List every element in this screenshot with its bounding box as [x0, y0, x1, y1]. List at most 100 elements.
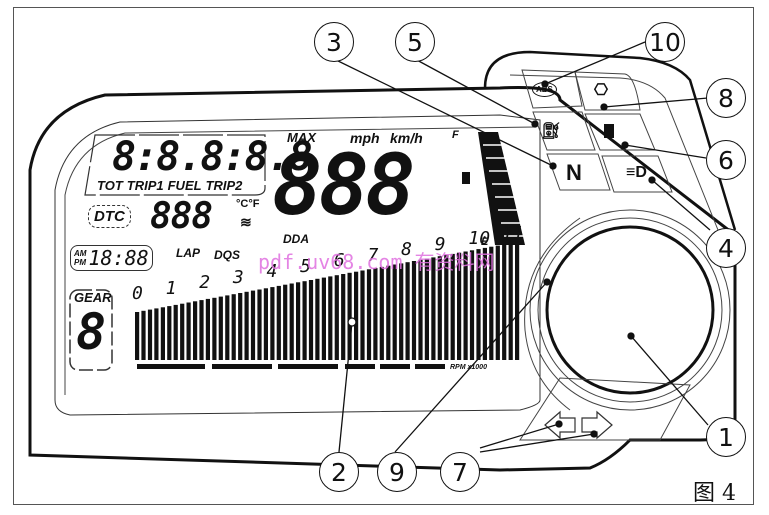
rpm-unit-label: RPM x1000 [450, 364, 487, 371]
rpm-bar-segment [141, 310, 146, 360]
dda-label: DDA [283, 232, 309, 246]
rpm-bar-segment [418, 259, 423, 360]
mode-tot: TOT [97, 178, 123, 193]
rpm-bar-segment [431, 257, 436, 360]
rpm-tick-label: 4 [266, 261, 278, 283]
rpm-bar-segment [225, 295, 230, 360]
dqs-label: DQS [214, 248, 241, 262]
central-display-circle [545, 225, 715, 395]
rpm-bar-segment [199, 300, 204, 360]
rpm-bar-segment [482, 247, 487, 360]
housing-outer [28, 86, 737, 472]
rpm-bar-segment [167, 306, 172, 360]
rpm-bar-segment [263, 288, 268, 360]
callout-4: 4 [706, 228, 746, 268]
rpm-bar-segment [515, 242, 520, 360]
callout-5: 5 [395, 22, 435, 62]
right-pod [483, 50, 737, 231]
rpm-bar-segment [302, 281, 307, 360]
rpm-bar-segment [450, 253, 455, 360]
rpm-bar-segment [276, 285, 281, 360]
fuel-pump-icon [462, 172, 470, 184]
rpm-tick-label: 5 [300, 255, 312, 277]
rpm-bar-segment [373, 268, 378, 360]
mode-trip1: TRIP1 [126, 178, 164, 193]
rpm-bar-segment [212, 297, 217, 360]
rpm-tick-label: 1 [165, 277, 177, 299]
callout-6: 6 [706, 140, 746, 180]
rpm-tick-label: 11 [502, 223, 524, 244]
rpm-baseline [137, 364, 445, 369]
odometer-display: 8:8.8:8.8 [112, 134, 313, 180]
dtc-indicator: DTC [88, 205, 131, 228]
clock-digits: 18:88 [88, 246, 149, 270]
neutral-icon: N [566, 160, 582, 185]
rpm-bar-segment [160, 307, 165, 360]
callout-2: 2 [319, 452, 359, 492]
rpm-bar-segment [186, 302, 191, 360]
rpm-tick-label: 2 [199, 272, 211, 294]
am-label: AM [74, 249, 87, 258]
rpm-bar-segment [173, 304, 178, 360]
housing-inner [54, 114, 541, 416]
rpm-tick-label: 9 [434, 233, 446, 255]
temperature-display: 888 [150, 196, 213, 237]
rpm-bar-segment [444, 255, 449, 360]
rpm-bar-segment [231, 294, 236, 360]
gear-indicator: 8 [76, 303, 107, 361]
rpm-bar-segment [354, 271, 359, 360]
rpm-bar-segment [296, 282, 301, 360]
max-label: MAX [287, 130, 316, 145]
rpm-bar-segment [495, 245, 500, 360]
speedometer-display: 888 [272, 136, 416, 234]
fuel-empty-label: E [481, 236, 489, 248]
rpm-bar-segment [154, 308, 159, 360]
rpm-bar-segment [315, 278, 320, 360]
fuel-gauge [462, 132, 525, 245]
rpm-bar-segment [411, 261, 417, 360]
temperature-units: °C°F [236, 198, 260, 210]
rpm-bar-segment [135, 312, 140, 360]
rpm-bar-segment [469, 250, 475, 360]
rpm-bar-segment [424, 258, 429, 360]
figure-label: 图 4 [693, 481, 736, 506]
rpm-bar-segment [257, 289, 262, 360]
coolant-temp-icon: ≋ [240, 214, 252, 230]
rpm-bar-segment [289, 283, 294, 360]
rpm-bar-segment [347, 272, 352, 360]
rpm-tick-label: 3 [232, 266, 244, 288]
rpm-bar-segment [147, 309, 153, 360]
rpm-bar-segment [283, 284, 288, 360]
rpm-tick-label: 6 [333, 250, 345, 272]
rpm-bar-segment [405, 262, 410, 360]
rpm-bar-segment [238, 293, 243, 360]
callout-7: 7 [440, 452, 480, 492]
clock-display: AM PM 18:88 [70, 245, 153, 271]
rpm-bar-segment [341, 274, 346, 360]
abs-icon: ABS [532, 82, 557, 97]
rpm-bar-segment [392, 264, 397, 360]
odometer-mode-labels: TOT TRIP1 FUEL TRIP2 [97, 178, 242, 193]
rpm-bar-segment [399, 263, 404, 360]
rpm-tick-label: 0 [132, 283, 143, 304]
gear-label: GEAR [74, 290, 112, 305]
rpm-bar-segment [250, 290, 256, 360]
rpm-bar-segment [193, 301, 198, 360]
rpm-bar-segment [476, 249, 481, 360]
kmh-label: km/h [390, 130, 423, 146]
rpm-bar-segment [366, 269, 372, 360]
mode-trip2: TRIP2 [205, 178, 243, 193]
rpm-bar-segment [270, 287, 275, 360]
mph-label: mph [350, 130, 380, 146]
watermark: pdf.uv68.com 有资料网 [258, 250, 495, 274]
rpm-bar-segment [218, 296, 223, 360]
rpm-tick-label: 7 [367, 244, 379, 266]
high-beam-icon: ≡D [626, 164, 647, 181]
rpm-bar-segment [502, 244, 507, 360]
oil-pressure-icon: ⛽︎ [541, 123, 562, 140]
rpm-bar-segment [437, 256, 442, 360]
callout-1: 1 [706, 417, 746, 457]
rpm-bargraph [135, 242, 520, 360]
rpm-bar-segment [508, 243, 513, 360]
